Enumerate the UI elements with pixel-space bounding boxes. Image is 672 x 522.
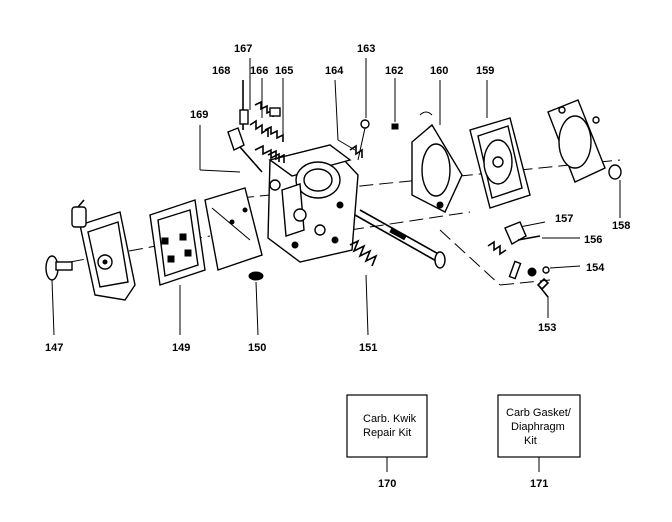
part-169-needle <box>199 125 263 173</box>
part-149-pump-gasket <box>149 199 206 335</box>
part-154-pin <box>508 260 581 280</box>
part-156-lever <box>504 221 580 245</box>
part-150-ring <box>248 271 264 336</box>
part-163-ball <box>357 58 370 161</box>
part-147-fuel-inlet-cover <box>45 199 136 336</box>
throttle-shaft <box>354 209 446 269</box>
label-162: 162 <box>385 65 403 77</box>
label-151: 151 <box>359 342 377 354</box>
label-163: 163 <box>357 43 375 55</box>
label-171: 171 <box>530 478 548 490</box>
kit-171-line1: Carb Gasket/ <box>506 407 572 419</box>
label-169: 169 <box>190 109 208 121</box>
label-160: 160 <box>430 65 448 77</box>
part-151-spring <box>349 239 378 336</box>
carburetor-body <box>267 144 359 263</box>
kit-170-line1: Carb. Kwik <box>363 413 417 425</box>
part-160-gasket <box>411 80 463 213</box>
label-149: 149 <box>172 342 190 354</box>
part-153-screw <box>536 277 550 318</box>
kit-170-box: Carb. Kwik Repair Kit 170 <box>346 394 428 490</box>
label-159: 159 <box>476 65 494 77</box>
kit-171-line2: Diaphragm <box>511 421 565 433</box>
kit-171-line3: Kit <box>524 435 537 447</box>
label-165: 165 <box>275 65 293 77</box>
metering-cover <box>547 99 606 183</box>
adjustment-screws <box>239 58 285 191</box>
part-164-spring <box>334 79 363 158</box>
label-166: 166 <box>250 65 268 77</box>
kit-170-line2: Repair Kit <box>363 427 411 439</box>
label-150: 150 <box>248 342 266 354</box>
label-170: 170 <box>378 478 396 490</box>
label-168: 168 <box>212 65 230 77</box>
part-159-diaphragm <box>469 80 531 209</box>
pump-diaphragm <box>204 187 263 271</box>
part-158-screw <box>608 164 622 218</box>
label-154: 154 <box>586 262 605 274</box>
label-147: 147 <box>45 342 63 354</box>
label-153: 153 <box>538 322 556 334</box>
part-labels: 147 149 150 151 153 154 156 157 158 159 … <box>45 43 630 354</box>
label-158: 158 <box>612 220 630 232</box>
part-162-pin <box>391 78 399 130</box>
label-167: 167 <box>234 43 252 55</box>
label-157: 157 <box>555 213 573 225</box>
kit-171-box: Carb Gasket/ Diaphragm Kit 171 <box>497 394 581 490</box>
label-164: 164 <box>325 65 344 77</box>
label-156: 156 <box>584 234 602 246</box>
